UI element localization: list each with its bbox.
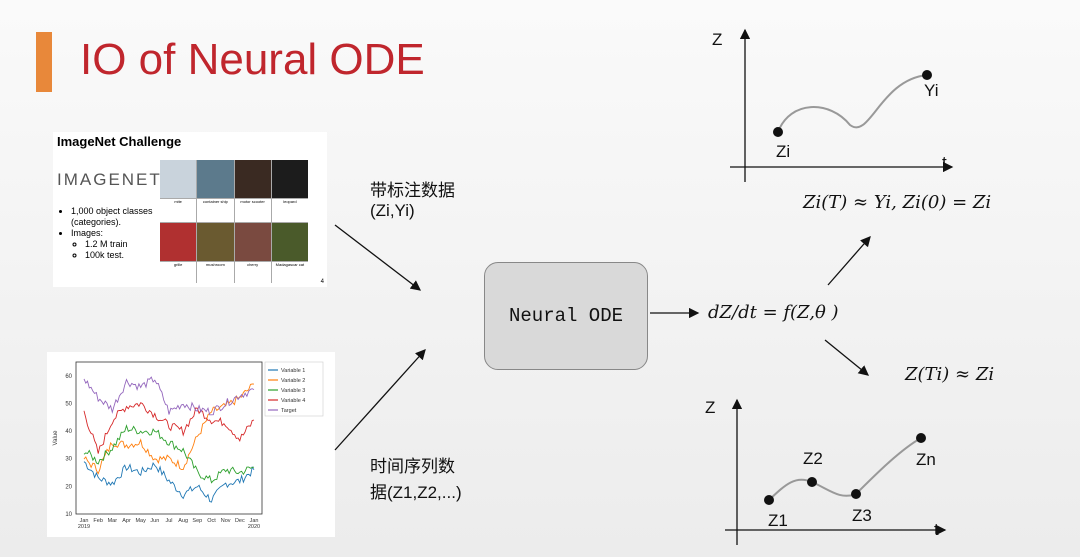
slide-title: IO of Neural ODE (80, 35, 425, 84)
label-zn: Zn (916, 450, 936, 469)
arrow-labeled-to-ode (334, 224, 422, 291)
plot-frame (75, 361, 263, 515)
series-line (83, 376, 255, 416)
bottom-plot-x-label: t (934, 520, 939, 539)
prediction-bars: grille (160, 262, 197, 285)
y-tick-label: 10 (65, 512, 72, 518)
x-tick-label: Nov (221, 518, 231, 524)
x-tick-label: Jan (250, 518, 259, 524)
bullet: 1,000 object classes (categories). (71, 206, 171, 228)
series-line (83, 461, 255, 503)
top-equation: Zi(T) ≈ Yi, Zi(0) = Zi (803, 192, 992, 213)
legend-entry: Variable 1 (281, 368, 305, 374)
imagenet-slide-image: ImageNet Challenge IMAGENET 1,000 object… (53, 132, 327, 287)
top-plot-end-point (922, 70, 932, 80)
x-tick-label: Aug (178, 518, 188, 524)
top-plot-curve (777, 74, 928, 133)
legend-entry: Variable 4 (281, 398, 305, 404)
imagenet-heading: ImageNet Challenge (57, 134, 182, 149)
x-tick-label: Feb (93, 518, 102, 524)
point-z3 (851, 489, 861, 499)
arrow-timeseries-to-ode (334, 349, 426, 451)
sample-image (160, 160, 197, 198)
sample-image (160, 223, 197, 261)
legend-box (264, 361, 324, 417)
label-z1: Z1 (768, 511, 788, 530)
y-tick-label: 20 (65, 484, 72, 490)
sample-image (197, 223, 234, 261)
neural-ode-label: Neural ODE (508, 305, 624, 327)
point-zn (916, 433, 926, 443)
x-tick-label: Jan (80, 518, 89, 524)
x-tick-label: Mar (108, 518, 118, 524)
x-tick-label: Apr (122, 518, 131, 524)
ode-equation: dZ/dt = f(Z,θ ) (708, 302, 839, 323)
sample-image (197, 160, 234, 198)
sample-image (271, 160, 308, 198)
sample-image (234, 223, 271, 261)
title-accent-bar (36, 32, 52, 92)
timeseries-label-1: 时间序列数 (370, 457, 455, 477)
labeled-pair-label: (Zi,Yi) (370, 201, 415, 220)
legend-entry: Variable 2 (281, 378, 305, 384)
imagenet-logo: IMAGENET (57, 170, 162, 189)
sample-image (271, 223, 308, 261)
x-tick-label: Sep (192, 518, 202, 524)
y-tick-label: 30 (65, 457, 72, 463)
prediction-bars: leopard (271, 199, 308, 222)
arrow-eq-to-bottom (824, 339, 870, 376)
prediction-bars: container ship (197, 199, 234, 222)
y-tick-label: 60 (65, 374, 72, 380)
top-plot-x-label: t (942, 153, 947, 172)
series-line (83, 402, 255, 454)
prediction-bars: motor scooter (234, 199, 271, 222)
prediction-bars: mushroom (197, 262, 234, 285)
label-z3: Z3 (852, 506, 872, 525)
prediction-bars: Madagascar cat (271, 262, 308, 285)
prediction-bars: mite (160, 199, 197, 222)
timeseries-label-2: 据(Z1,Z2,...) (370, 483, 462, 502)
bottom-equation: Z(Ti) ≈ Zi (905, 364, 995, 385)
series-line (83, 424, 255, 484)
x-tick-label: Oct (207, 518, 216, 524)
top-plot-start-label: Zi (776, 142, 791, 161)
top-plot-end-label: Yi (924, 81, 939, 100)
legend-entry: Target (281, 408, 297, 414)
labeled-data-label: 带标注数据 (370, 181, 455, 201)
y-tick-label: 40 (65, 429, 72, 435)
point-z2 (807, 477, 817, 487)
x-tick-label: Jul (165, 518, 172, 524)
x-tick-label: Jun (150, 518, 159, 524)
y-tick-label: 50 (65, 401, 72, 407)
top-plot-y-label: Z (712, 30, 723, 49)
sub-bullet: 100k test. (85, 250, 185, 261)
label-z2: Z2 (803, 449, 823, 468)
prediction-bars: cherry (234, 262, 271, 285)
bottom-plot-curve (768, 437, 922, 501)
x-tick-label: May (135, 518, 146, 524)
bottom-plot-y-label: Z (705, 398, 716, 417)
x-tick-year: 2019 (78, 524, 90, 530)
page-number: 4 (320, 279, 324, 285)
x-tick-label: Dec (235, 518, 245, 524)
arrow-eq-to-top (827, 236, 871, 286)
y-axis-label: Value (53, 430, 59, 446)
sub-bullet: 1.2 M train (85, 239, 185, 250)
bullet: Images: (71, 228, 104, 238)
imagenet-bullets: 1,000 object classes (categories). Image… (53, 206, 171, 261)
x-tick-year: 2020 (248, 524, 260, 530)
top-plot-start-point (773, 127, 783, 137)
point-z1 (764, 495, 774, 505)
sample-image (234, 160, 271, 198)
neural-ode-box: Neural ODE (484, 262, 648, 370)
legend-entry: Variable 3 (281, 388, 305, 394)
